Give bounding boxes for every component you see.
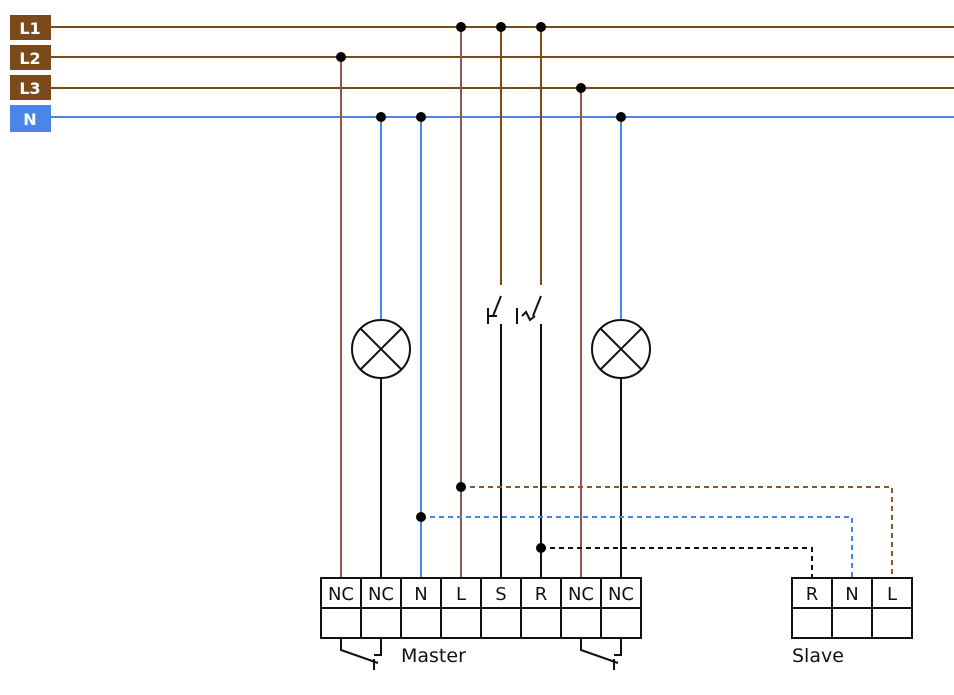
- slave-terminal-block: R N L: [791, 577, 913, 639]
- junction-dot: [536, 22, 546, 32]
- master-terminal-r: R: [535, 584, 548, 605]
- master-terminal-nc2: NC: [368, 584, 394, 605]
- pushbutton-r-icon: [516, 295, 542, 336]
- junction-dot: [536, 543, 546, 553]
- master-terminal-n: N: [414, 584, 427, 605]
- junction-dot: [616, 112, 626, 122]
- junction-dot: [456, 482, 466, 492]
- relay-contact-right-icon: [580, 638, 622, 670]
- bus-tag-l3-label: L3: [19, 79, 40, 98]
- junction-dot: [416, 112, 426, 122]
- master-terminal-nc4: NC: [608, 584, 634, 605]
- pushbutton-s-icon: [487, 295, 502, 336]
- master-terminal-block: NC NC N L S R NC NC: [320, 577, 642, 639]
- junction-dot: [376, 112, 386, 122]
- bus-tag-l3: L3: [10, 75, 51, 100]
- bus-tag-l2-label: L2: [19, 49, 40, 68]
- slave-caption: Slave: [792, 645, 844, 667]
- junction-dot: [336, 52, 346, 62]
- bus-tag-l2: L2: [10, 45, 51, 70]
- master-terminal-s: S: [495, 584, 506, 605]
- bus-tag-n-label: N: [23, 110, 36, 129]
- junction-dot: [456, 22, 466, 32]
- bus-tag-l1: L1: [10, 15, 51, 40]
- slave-terminal-r: R: [806, 584, 819, 605]
- bus-tag-l1-label: L1: [19, 19, 40, 38]
- dashed-link-r: [541, 547, 813, 578]
- master-terminal-nc3: NC: [568, 584, 594, 605]
- junction-dot: [416, 512, 426, 522]
- junction-dot: [576, 83, 586, 93]
- master-caption: Master: [401, 645, 466, 667]
- dashed-link-n: [421, 516, 853, 578]
- master-terminal-nc1: NC: [328, 584, 354, 605]
- slave-terminal-l: L: [887, 584, 897, 605]
- lamp-right-icon: [591, 319, 651, 379]
- dashed-link-l: [461, 486, 893, 578]
- relay-contact-left-icon: [340, 638, 382, 670]
- junction-dot: [496, 22, 506, 32]
- bus-tag-n: N: [10, 105, 51, 132]
- lamp-left-icon: [351, 319, 411, 379]
- master-terminal-l: L: [456, 584, 466, 605]
- slave-terminal-n: N: [845, 584, 858, 605]
